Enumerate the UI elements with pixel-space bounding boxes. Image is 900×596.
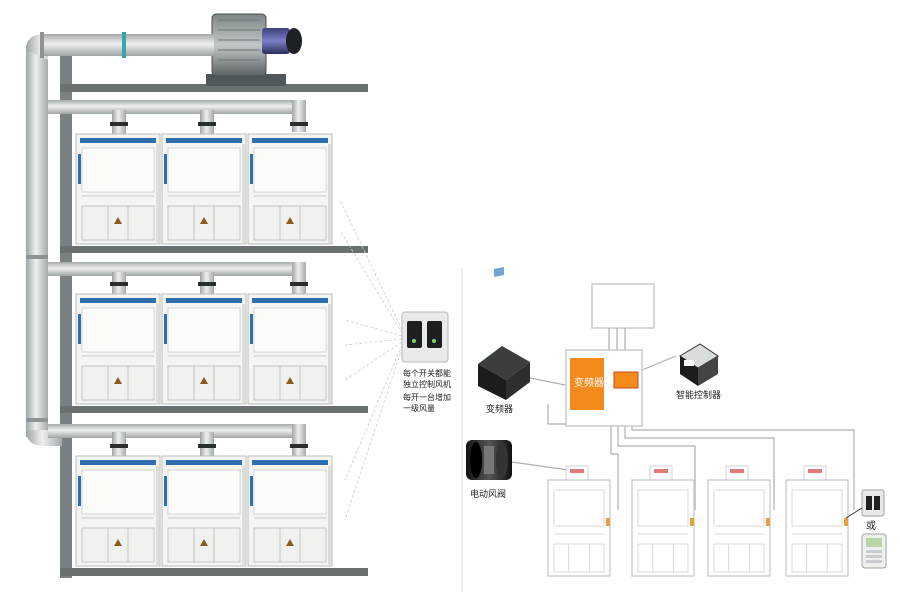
damper-label: 电动风阀 — [470, 488, 506, 500]
vfd-cabinet — [565, 349, 643, 427]
fume-hood — [785, 465, 849, 577]
fume-hood — [707, 465, 771, 577]
building-column — [60, 56, 72, 578]
floor-beam-3 — [60, 568, 368, 576]
vfd-cabinet-label: 变频器 — [574, 376, 604, 389]
smart-controller[interactable] — [679, 343, 719, 386]
fume-hood — [631, 465, 695, 577]
fume-hood — [547, 465, 611, 577]
switch-note-1: 每个开关都能 独立控制风机 — [403, 369, 451, 389]
exhaust-fan — [186, 13, 302, 86]
fan-motor — [262, 28, 290, 54]
top-exhaust-pipe — [40, 34, 220, 56]
right-fume-hoods — [547, 465, 849, 577]
vfd-label: 变频器 — [486, 403, 513, 415]
vfd-device[interactable] — [478, 267, 530, 400]
main-riser-pipe — [26, 45, 48, 437]
switch-panel — [401, 311, 449, 363]
fume-hood — [247, 455, 333, 567]
switch-note-2: 每开一台增加 一级风量 — [403, 393, 451, 413]
controller-label: 智能控制器 — [676, 389, 721, 401]
switch-control-lines — [339, 199, 403, 521]
electric-damper[interactable] — [466, 440, 512, 480]
fume-hood — [75, 133, 161, 245]
floor-beam-1 — [60, 246, 368, 253]
fume-hood — [75, 455, 161, 567]
fume-hood — [161, 133, 247, 245]
or-label: 或 — [866, 520, 876, 532]
fume-hood — [75, 293, 161, 405]
roof-beam — [60, 84, 368, 92]
fume-hood — [247, 293, 333, 405]
branch-pipes — [26, 100, 308, 456]
left-building-system — [26, 13, 449, 578]
fume-hood — [161, 455, 247, 567]
fan-switch-1[interactable] — [407, 321, 422, 348]
floor-beam-2 — [60, 406, 368, 413]
lcd-controller[interactable] — [861, 533, 887, 569]
fume-hood — [247, 133, 333, 245]
fume-hood — [161, 293, 247, 405]
fume-hood-grid — [75, 133, 333, 567]
fan-switch-2[interactable] — [427, 321, 442, 348]
wall-switch[interactable] — [861, 489, 885, 517]
vfd-module — [570, 358, 604, 410]
right-control-system: 变频器 变频器 智能控制器 电动风阀 — [461, 267, 887, 592]
